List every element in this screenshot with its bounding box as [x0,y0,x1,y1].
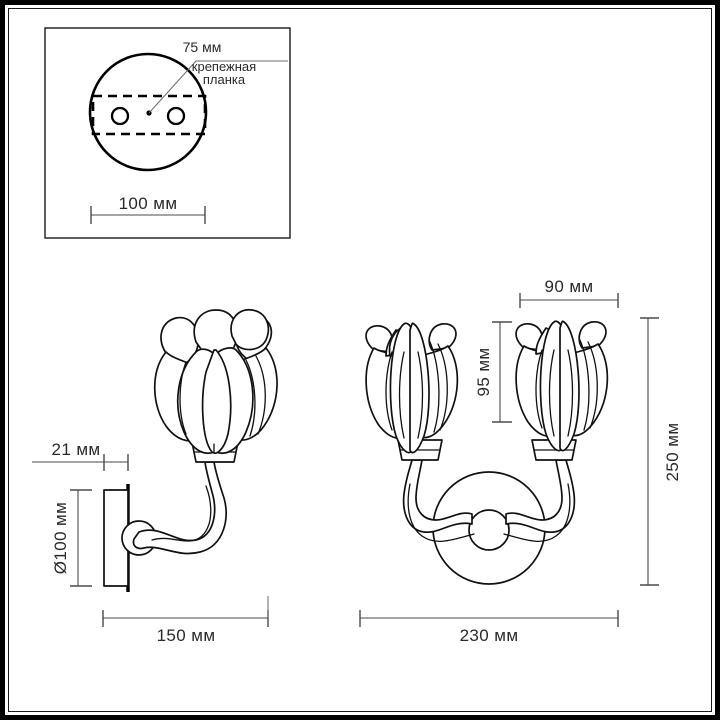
inset-plate-diameter-text: 100 мм [119,194,178,213]
right-petal-line-5 [567,349,574,437]
screw-hole-right [166,106,186,126]
left-petal-line-4 [398,351,405,439]
right-petal-line-1 [579,339,590,431]
inset-detail-group [44,27,291,239]
petal-detail-line-right-2 [255,355,266,435]
left-petal-front-left [389,322,413,454]
dim-text-dia100: Ø100 мм [51,502,70,575]
flower-shade-side [153,309,278,454]
left-petal-front-right [409,322,430,454]
left-petal-tip-outer-r [428,323,457,351]
flower-shade-right-front [515,320,609,452]
front-view-group [359,293,659,627]
petal-detail-line-left [179,361,187,435]
right-petal-line-2 [587,341,598,429]
dim-text-150: 150 мм [157,626,216,645]
screw-hole-left [110,106,130,126]
petal-back-center-right [230,309,270,351]
left-petal-line-5 [417,351,424,439]
petal-front-center [201,349,232,454]
left-arm-inner-line [407,483,475,542]
right-petal-line-3 [535,349,543,429]
right-arm-inner-line [503,483,571,542]
inset-bracket-label-line1: крепежная [192,59,256,74]
right-petal-front-right [559,320,580,452]
left-petal-line-2 [437,343,448,431]
petal-detail-line-right [245,359,256,437]
flower-shade-left-front [365,322,459,454]
right-petal-front-left [539,320,563,452]
arm-inner-line-side [151,485,212,542]
side-view-group [32,309,278,627]
dim-text-250: 250 мм [663,423,682,482]
leader-line-bracket [148,60,288,114]
dim-text-95: 95 мм [474,347,493,396]
backplate-profile [103,489,129,587]
inset-bracket-label-line2: планка [203,72,246,87]
dim-text-21: 21 мм [51,440,100,459]
dim-text-90: 90 мм [544,277,593,296]
inset-bracket-dim-text: 75 мм [183,39,222,55]
left-petal-line-3 [385,351,393,431]
right-petal-line-4 [548,349,555,437]
right-petal-tip-outer-r [578,321,607,349]
left-petal-line-1 [429,341,440,433]
dim-text-230: 230 мм [460,626,519,645]
center-knob-front [468,509,510,551]
